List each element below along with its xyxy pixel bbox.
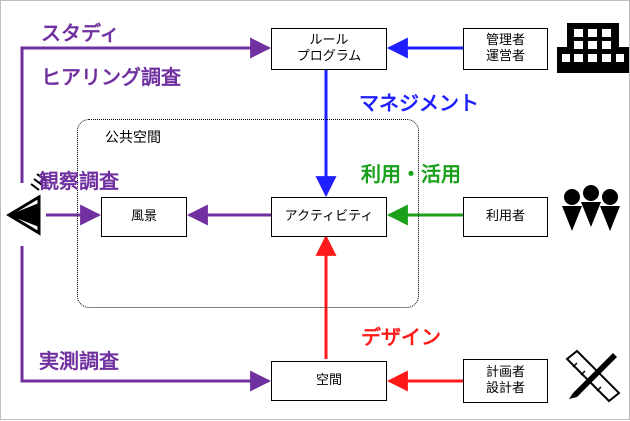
planner-box-line-2: 設計者	[485, 381, 525, 396]
activity-box: アクティビティ	[271, 197, 387, 237]
hearing-label: ヒアリング調査	[41, 65, 181, 89]
admin-box: 管理者 運営者	[463, 28, 548, 70]
study-label: スタディ	[41, 21, 120, 45]
admin-box-line-1: 管理者	[485, 33, 525, 48]
space-box: 空間	[271, 361, 387, 401]
public-space-area	[77, 119, 419, 308]
use-label: 利用・活用	[361, 162, 461, 186]
arrow-to-space	[20, 246, 272, 392]
arrow-to-rules	[20, 37, 272, 183]
rules-box-line-2: プログラム	[296, 49, 362, 64]
observation-label: 観察調査	[39, 169, 119, 193]
management-label: マネジメント	[359, 91, 479, 115]
user-box: 利用者	[463, 197, 548, 237]
rules-program-box: ルール プログラム	[271, 28, 387, 70]
space-box-label: 空間	[315, 373, 342, 388]
user-box-label: 利用者	[485, 209, 525, 224]
design-label: デザイン	[361, 325, 441, 349]
landscape-box: 風景	[101, 197, 187, 237]
activity-box-label: アクティビティ	[284, 209, 374, 224]
public-space-label: 公共空間	[105, 130, 161, 146]
measurement-label: 実測調査	[39, 349, 119, 373]
building-icon	[557, 23, 629, 73]
planner-box-line-1: 計画者	[485, 365, 525, 380]
planner-box: 計画者 設計者	[463, 359, 548, 403]
rules-box-line-1: ルール	[309, 33, 349, 48]
pencil-ruler-icon	[565, 349, 621, 403]
landscape-box-label: 風景	[130, 209, 157, 224]
eye-icon	[6, 173, 46, 236]
people-icon	[562, 185, 620, 231]
admin-box-line-2: 運営者	[485, 49, 525, 64]
